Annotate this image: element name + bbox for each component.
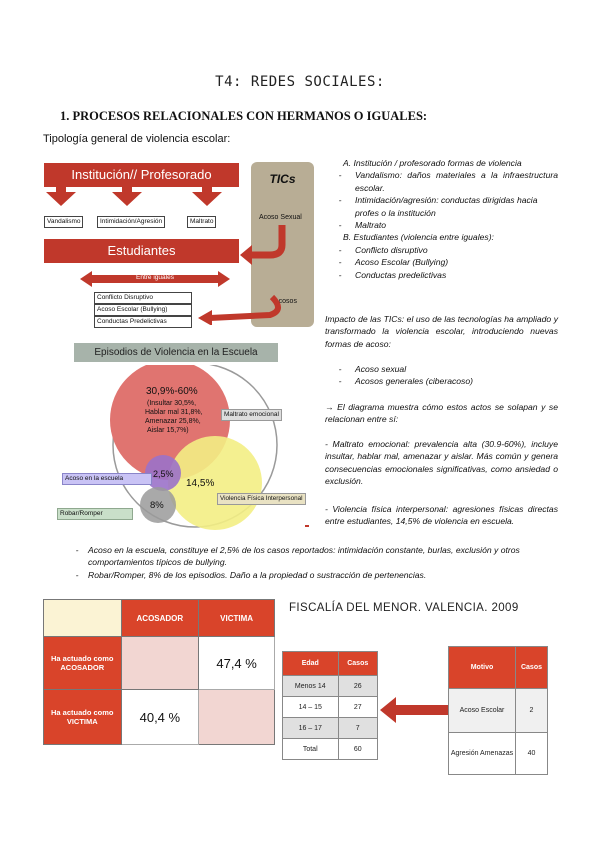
- table-row: Ha actuado como ACOSADOR 47,4 %: [43, 636, 275, 690]
- estudiantes-bar: Estudiantes: [44, 239, 239, 263]
- cell: Acoso Escolar: [448, 688, 516, 733]
- cell: Total: [282, 738, 339, 760]
- conflicto-label: Conflicto Disruptivo: [94, 292, 192, 304]
- venn-diagram: [110, 365, 278, 530]
- venn-big-pct: 30,9%-60%: [146, 386, 198, 397]
- cell: 27: [337, 696, 378, 718]
- venn-title: Episodios de Violencia en la Escuela: [74, 343, 278, 362]
- venn-big-detail-4: Aislar 15,7%): [147, 427, 189, 434]
- estudiantes-heading: B. Estudiantes (violencia entre iguales)…: [343, 232, 494, 243]
- acoso-escolar-label: Acoso Escolar (Bullying): [94, 304, 192, 316]
- cell: [120, 636, 200, 690]
- item-acoso-escolar: Acoso Escolar (Bullying): [355, 257, 449, 268]
- cell: 26: [337, 675, 378, 697]
- item-acosos-generales: Acosos generales (ciberacoso): [355, 376, 473, 387]
- cell: 40: [515, 732, 548, 775]
- entre-iguales-label: Entre iguales: [136, 274, 174, 281]
- header-edad: Edad: [282, 651, 339, 676]
- cell: 14 – 15: [282, 696, 339, 718]
- conductas-label: Conductas Predelictivas: [94, 316, 192, 328]
- venn-pct-8: 8%: [150, 500, 164, 511]
- venn-pct-25: 2,5%: [153, 469, 174, 479]
- acosador-victima-table: ACOSADOR VICTIMA Ha actuado como ACOSADO…: [43, 599, 275, 745]
- acoso-escuela-label: Acoso en la escuela: [62, 473, 152, 485]
- cell: 40,4 %: [120, 689, 200, 745]
- arrow-left-icon: [380, 697, 448, 723]
- item-vandalismo: Vandalismo: daños materiales a la infrae…: [355, 170, 558, 193]
- cell: Menos 14: [282, 675, 339, 697]
- cell: 60: [337, 738, 378, 760]
- cell: 47,4 %: [198, 636, 275, 690]
- institucion-bar: Institución// Profesorado: [44, 163, 239, 187]
- tics-arrows: [198, 225, 286, 325]
- row-label: Ha actuado como VICTIMA: [43, 689, 122, 745]
- section-heading: 1. PROCESOS RELACIONALES CON HERMANOS O …: [60, 109, 428, 123]
- maltrato-emocional-text: - Maltrato emocional: prevalencia alta (…: [325, 439, 558, 487]
- impacto-text: Impacto de las TICs: el uso de las tecno…: [325, 314, 558, 349]
- venn-big-detail-3: Amenazar 25,8%,: [145, 418, 201, 425]
- maltrato-emocional-label: Maltrato emocional: [221, 409, 282, 421]
- violencia-fisica-label: Violencia Física Interpersonal: [217, 493, 306, 505]
- intimidacion-label: Intimidación/Agresión: [97, 216, 166, 228]
- page-title: T4: REDES SOCIALES:: [215, 74, 385, 90]
- item-conflicto: Conflicto disruptivo: [355, 244, 428, 255]
- item-intimidacion: Intimidación/agresión: conductas dirigid…: [355, 195, 538, 218]
- arrow-down-icon: [192, 192, 222, 206]
- cell: 16 – 17: [282, 717, 339, 739]
- acosos-label: Acosos: [274, 298, 297, 305]
- header-motivo: Motivo: [448, 646, 516, 689]
- arrow-down-icon: [112, 192, 142, 206]
- item-acoso-sexual: Acoso sexual: [355, 364, 407, 374]
- tipologia-text: A. Institución / profesorado formas de v…: [325, 157, 558, 281]
- header-acosador: ACOSADOR: [120, 599, 200, 637]
- header-victima: VICTIMA: [198, 599, 275, 637]
- cell: [198, 689, 275, 745]
- venn-big-detail-1: (Insultar 30,5%,: [147, 400, 197, 407]
- table-row: Ha actuado como VICTIMA 40,4 %: [43, 689, 275, 745]
- maltrato-label: Maltrato: [187, 216, 217, 228]
- institucion-heading: A. Institución / profesorado formas de v…: [343, 158, 522, 168]
- violencia-fisica-text: - Violencia física interpersonal: agresi…: [325, 504, 558, 527]
- item-maltrato: Maltrato: [355, 220, 387, 231]
- item-robar: Robar/Romper, 8% de los episodios. Daño …: [88, 569, 427, 580]
- double-arrow-icon: [80, 271, 230, 287]
- intro-text: Tipología general de violencia escolar:: [43, 133, 231, 145]
- fiscalia-title: FISCALÍA DEL MENOR. VALENCIA. 2009: [289, 602, 519, 614]
- table-corner: [43, 599, 122, 637]
- acoso-sexual-label: Acoso Sexual: [259, 214, 302, 221]
- row-label: Ha actuado como ACOSADOR: [43, 636, 122, 690]
- venn-big-detail-2: Hablar mal 31,8%,: [145, 409, 203, 416]
- venn-pct-145: 14,5%: [186, 478, 215, 489]
- item-acoso-escuela: Acoso en la escuela, constituye el 2,5% …: [88, 545, 520, 568]
- impacto-list: -Acoso sexual -Acosos generales (ciberac…: [338, 364, 473, 387]
- full-bullets: -Acoso en la escuela, constituye el 2,5%…: [76, 544, 568, 581]
- vandalismo-label: Vandalismo: [44, 216, 84, 228]
- diagrama-text: → El diagrama muestra cómo estos actos s…: [325, 402, 558, 425]
- arrow-down-icon: [46, 192, 76, 206]
- header-casos: Casos: [515, 646, 548, 689]
- tics-title: TICs: [269, 172, 296, 186]
- cell: 7: [337, 717, 378, 739]
- item-conductas: Conductas predelictivas: [355, 269, 447, 280]
- cell: Agresión Amenazas: [448, 732, 516, 775]
- cell: 2: [515, 688, 548, 733]
- robar-label: Robar/Romper: [57, 508, 133, 520]
- header-casos: Casos: [337, 651, 378, 676]
